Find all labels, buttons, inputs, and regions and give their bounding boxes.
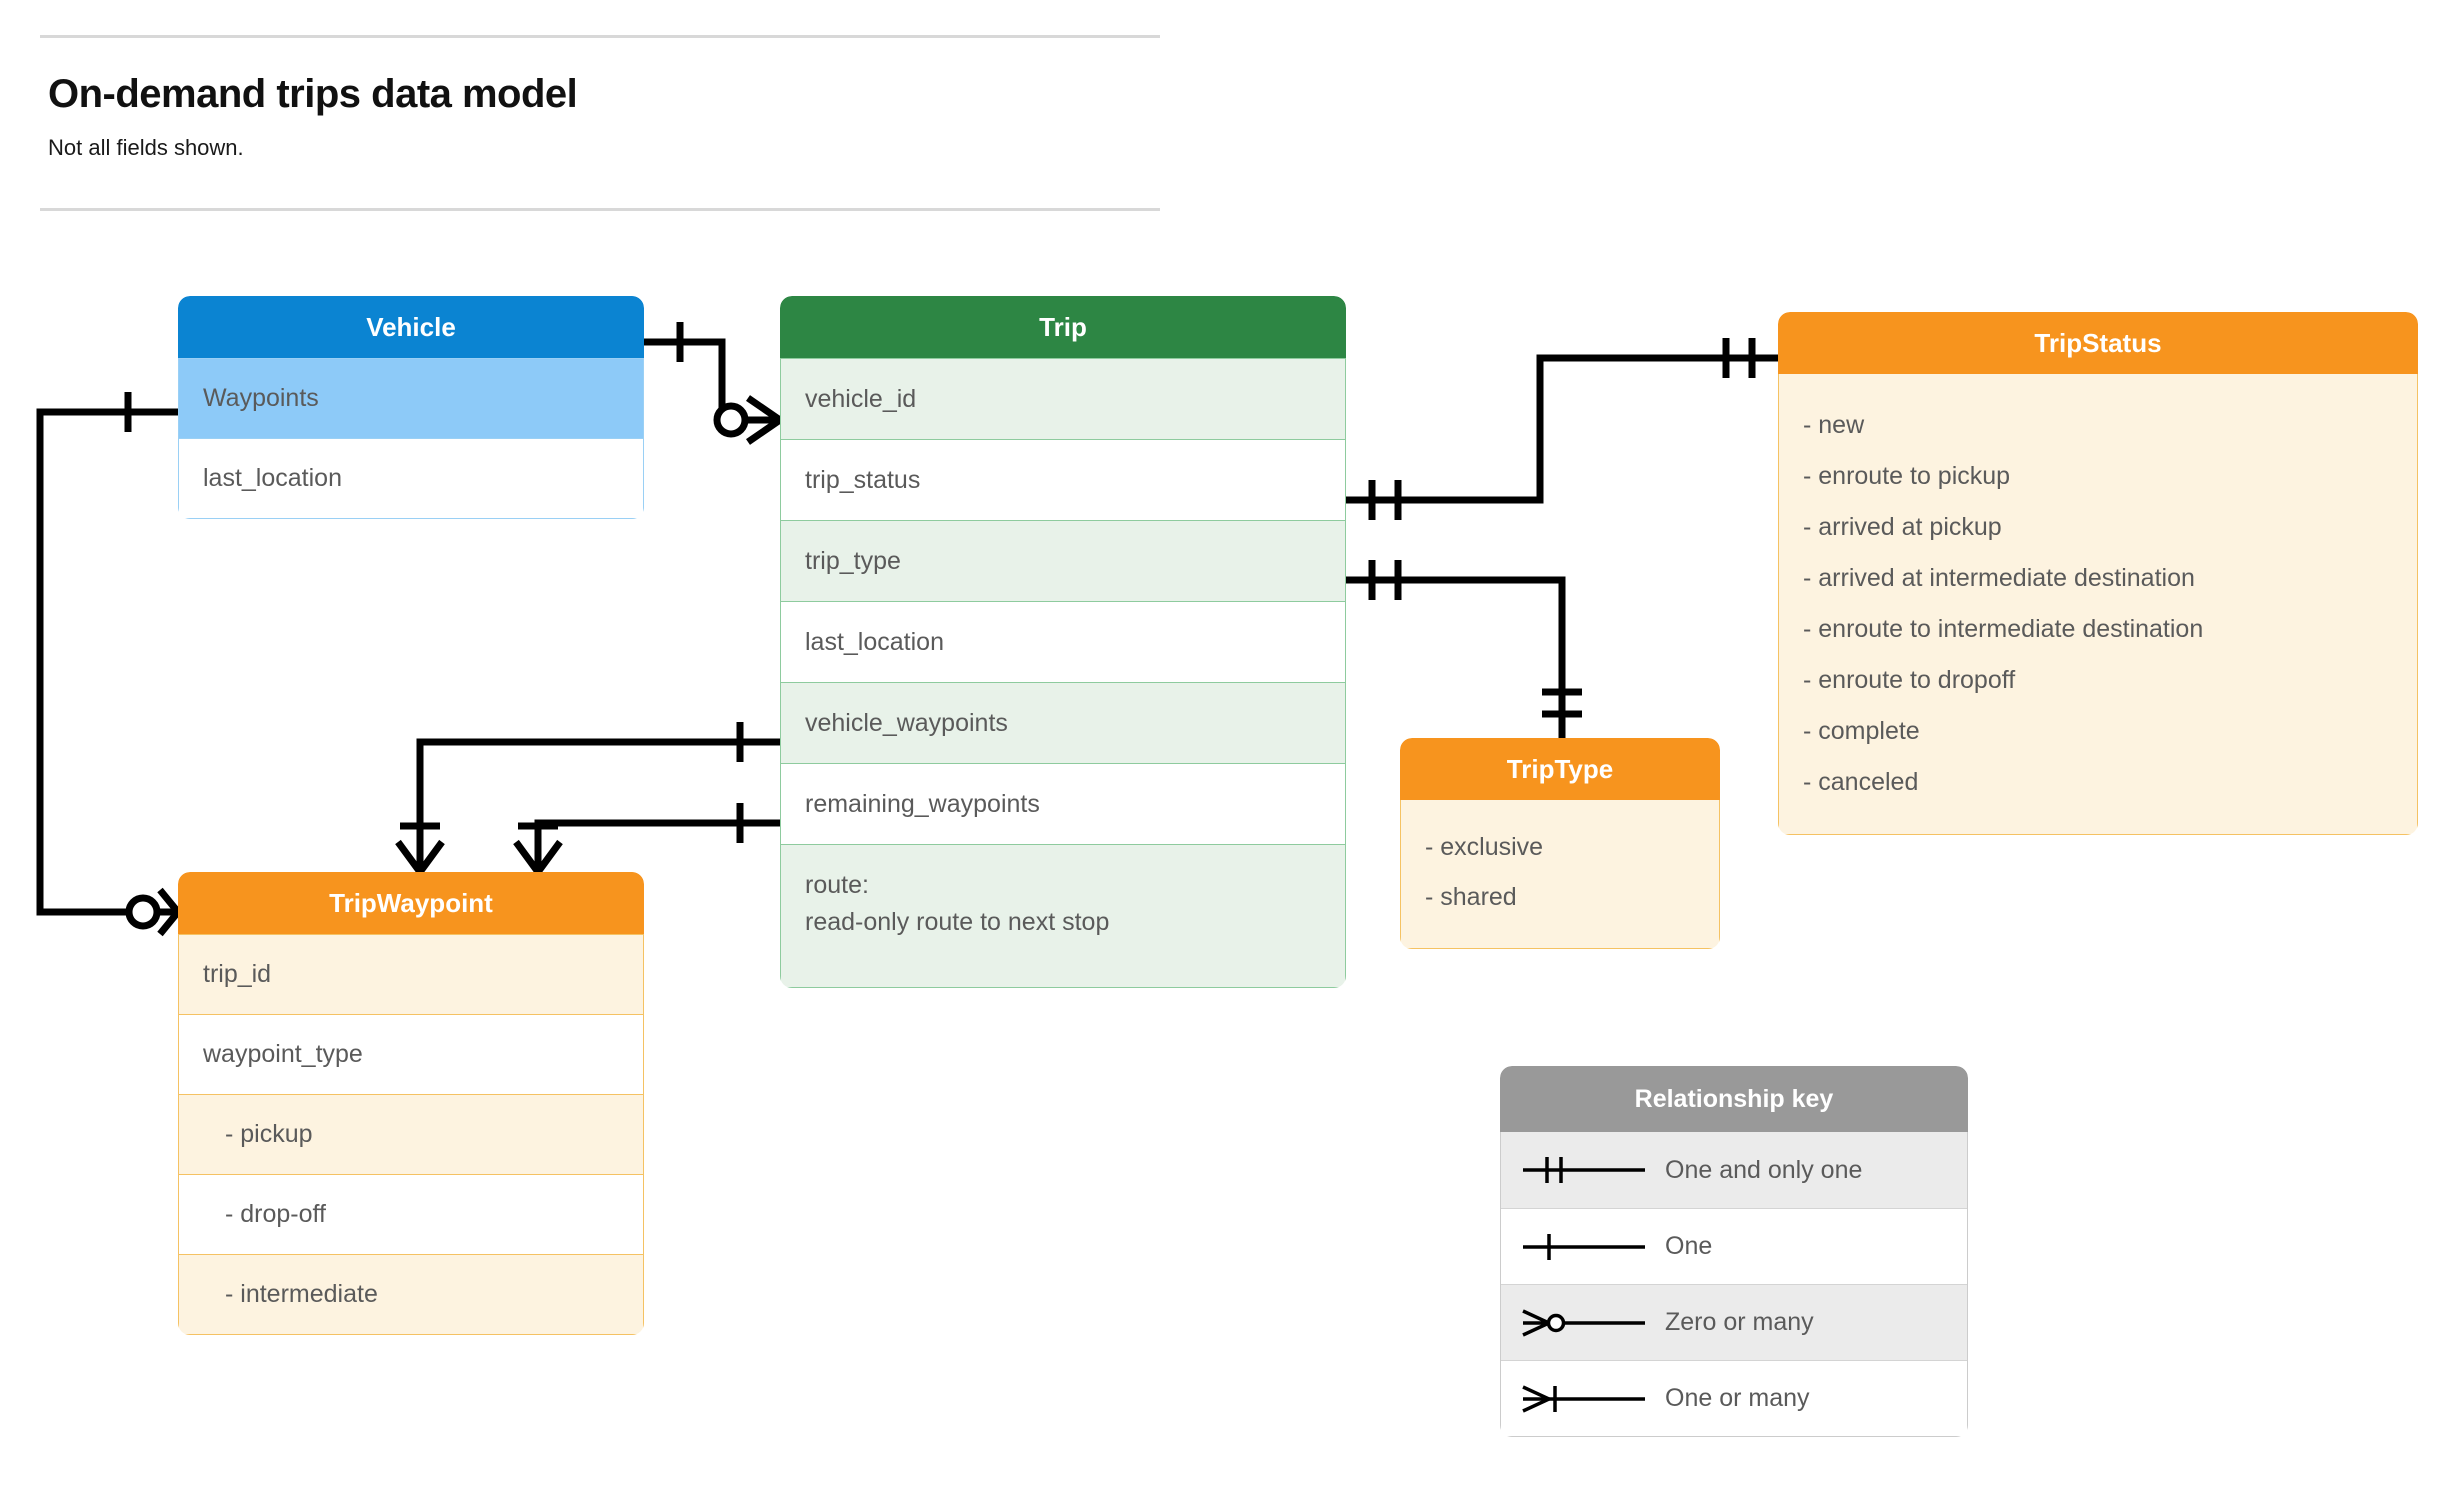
enum-value-row: - intermediate [179,1254,643,1334]
field-row[interactable]: vehicle_id [781,358,1345,439]
enum-value-row: - pickup [179,1094,643,1174]
relationship-key-legend[interactable]: Relationship key One and only one [1500,1066,1968,1437]
field-row[interactable]: waypoint_type [179,1014,643,1094]
entity-trip-title: Trip [780,296,1346,358]
field-row[interactable]: remaining_waypoints [781,763,1345,844]
entity-vehicle-title: Vehicle [178,296,644,358]
field-row-route[interactable]: route: read-only route to next stop [781,844,1345,987]
one-or-many-icon [1522,1384,1645,1413]
entity-tripstatus-title: TripStatus [1778,312,2418,374]
field-row[interactable]: trip_id [179,934,643,1014]
legend-item-one: One [1501,1208,1967,1284]
header-divider-top [40,35,1160,38]
enum-value: - enroute to pickup [1803,462,2011,490]
entity-tripstatus-body: - new - enroute to pickup - arrived at p… [1778,374,2418,835]
enum-value: - enroute to intermediate destination [1803,615,2204,643]
field-row[interactable]: last_location [781,601,1345,682]
enum-value: - arrived at intermediate destination [1803,564,2195,592]
entity-triptype[interactable]: TripType - exclusive - shared [1400,738,1720,949]
entity-vehicle-body: Waypoints last_location [178,358,644,519]
entity-tripwaypoint-title: TripWaypoint [178,872,644,934]
entity-trip[interactable]: Trip vehicle_id trip_status trip_type la… [780,296,1346,988]
relationship-key-title: Relationship key [1500,1066,1968,1132]
entity-vehicle[interactable]: Vehicle Waypoints last_location [178,296,644,519]
legend-item-one-or-many: One or many [1501,1360,1967,1436]
enum-value: - new [1803,411,1865,439]
enum-value: - arrived at pickup [1803,513,2002,541]
entity-tripstatus[interactable]: TripStatus - new - enroute to pickup - a… [1778,312,2418,835]
one-icon [1523,1233,1645,1260]
entity-trip-body: vehicle_id trip_status trip_type last_lo… [780,358,1346,988]
field-row-route-desc: read-only route to next stop [805,908,1110,936]
field-row[interactable]: trip_status [781,439,1345,520]
enum-value: - canceled [1803,768,1919,796]
page-subtitle: Not all fields shown. [48,135,244,160]
entity-tripwaypoint[interactable]: TripWaypoint trip_id waypoint_type - pic… [178,872,644,1335]
legend-label: One and only one [1665,1155,1863,1184]
legend-label: Zero or many [1665,1308,1814,1336]
field-row[interactable]: trip_type [781,520,1345,601]
field-row[interactable]: last_location [179,438,643,518]
legend-item-zero-or-many: Zero or many [1501,1284,1967,1360]
field-row[interactable]: Waypoints [179,358,643,438]
enum-value: - enroute to dropoff [1803,666,2016,694]
legend-label: One or many [1665,1384,1810,1412]
entity-tripwaypoint-body: trip_id waypoint_type - pickup - drop-of… [178,934,644,1335]
zero-or-many-icon [1522,1308,1645,1337]
page-title: On-demand trips data model [48,72,578,116]
header-divider-bottom [40,208,1160,211]
enum-value: - complete [1803,717,1920,745]
legend-item-one-and-only-one: One and only one [1501,1132,1967,1208]
entity-triptype-title: TripType [1400,738,1720,800]
one-and-only-one-icon [1523,1157,1645,1183]
field-row-route-label: route: [805,871,869,899]
entity-triptype-body: - exclusive - shared [1400,800,1720,949]
enum-value: - shared [1425,882,1517,911]
field-row[interactable]: vehicle_waypoints [781,682,1345,763]
relationship-key-body: One and only one One [1500,1132,1968,1437]
enum-value-row: - drop-off [179,1174,643,1254]
legend-label: One [1665,1232,1713,1260]
enum-value: - exclusive [1425,832,1544,861]
